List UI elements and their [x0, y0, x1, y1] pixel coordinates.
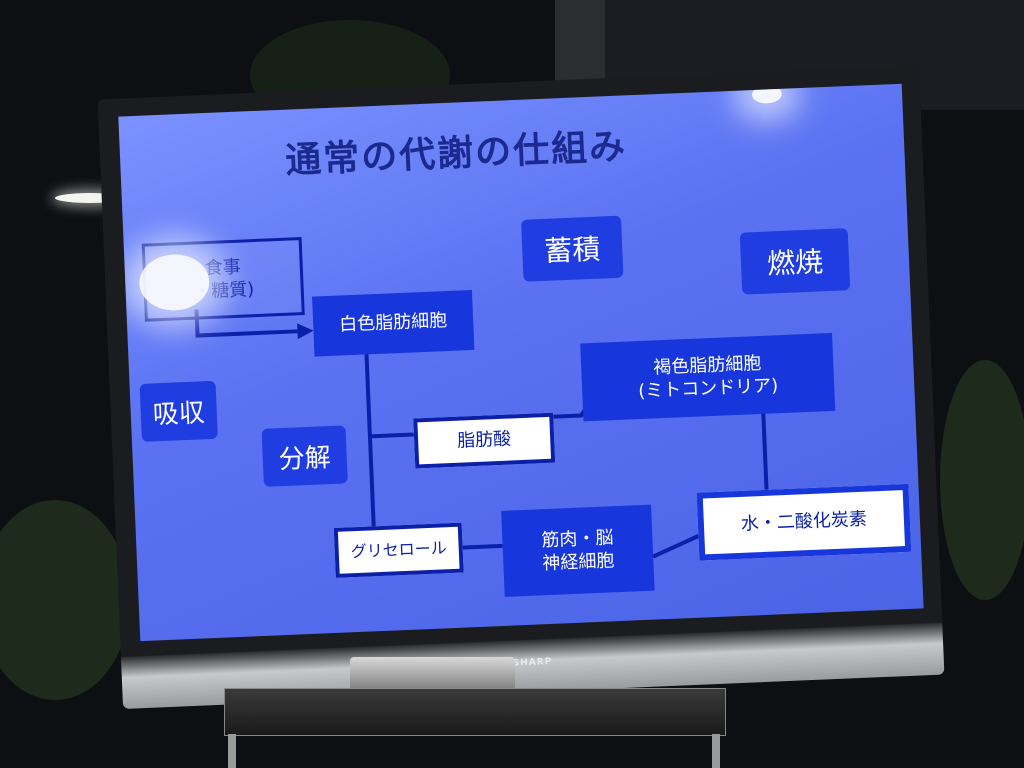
callout-storage: 蓄積	[521, 215, 624, 282]
muscle-label: 筋肉・脳	[541, 526, 614, 551]
muscle-sublabel: 神経細胞	[541, 550, 615, 575]
plant-right	[940, 360, 1024, 600]
line-brown-fat-to-water	[761, 409, 769, 490]
tv-brand-logo: SHARP	[512, 656, 553, 669]
table-leg-right	[712, 734, 720, 768]
line-glycerol-to-muscle	[458, 543, 503, 550]
node-brown-fat-cell: 褐色脂肪細胞 (ミトコンドリア)	[580, 332, 836, 422]
line-to-fatty-acid	[369, 432, 414, 439]
television: 通常の代謝の仕組み 食事 ・糖質) 白色脂肪細胞 褐色脂肪細胞 (ミトコンドリア…	[97, 65, 945, 709]
tv-screen: 通常の代謝の仕組み 食事 ・糖質) 白色脂肪細胞 褐色脂肪細胞 (ミトコンドリア…	[118, 83, 924, 642]
line-white-fat-down	[363, 338, 376, 529]
line-muscle-to-water	[652, 530, 708, 559]
brown-fat-sublabel: (ミトコンドリア)	[637, 375, 779, 403]
node-glycerol: グリセロール	[333, 522, 464, 578]
node-white-fat-cell: 白色脂肪細胞	[312, 289, 475, 357]
table-leg-left	[228, 734, 236, 768]
plant-left	[0, 500, 130, 700]
arrow-meal-to-white-fat	[194, 309, 298, 338]
node-fatty-acid: 脂肪酸	[413, 412, 556, 469]
callout-absorption: 吸収	[139, 380, 218, 442]
glass-table	[224, 688, 726, 736]
soundbar-speaker	[350, 657, 515, 691]
ceiling-light	[55, 193, 125, 203]
arrow-head	[297, 323, 314, 340]
callout-combustion: 燃焼	[739, 228, 851, 295]
callout-decomposition: 分解	[261, 425, 348, 487]
node-muscle-brain: 筋肉・脳 神経細胞	[501, 504, 655, 597]
node-water-co2: 水・二酸化炭素	[696, 483, 912, 561]
connector-lines	[194, 309, 769, 559]
